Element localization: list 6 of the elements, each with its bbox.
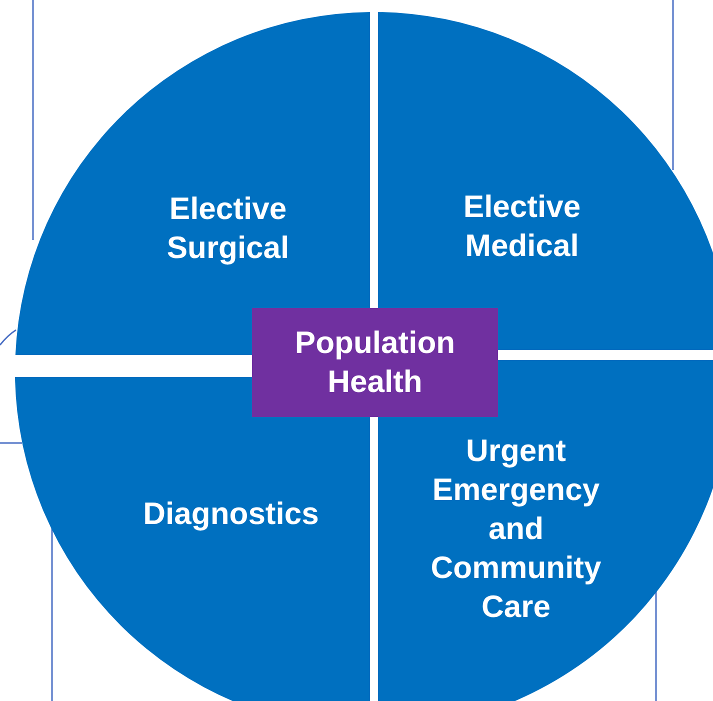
segment-label: Population Health <box>294 324 456 401</box>
segment-label: Diagnostics <box>142 494 320 532</box>
segment-label: Urgent Emergency and Community Care <box>430 432 602 626</box>
segment-label: Elective Medical <box>462 188 582 265</box>
segment-label: Elective Surgical <box>166 190 290 267</box>
center-box <box>252 308 498 417</box>
